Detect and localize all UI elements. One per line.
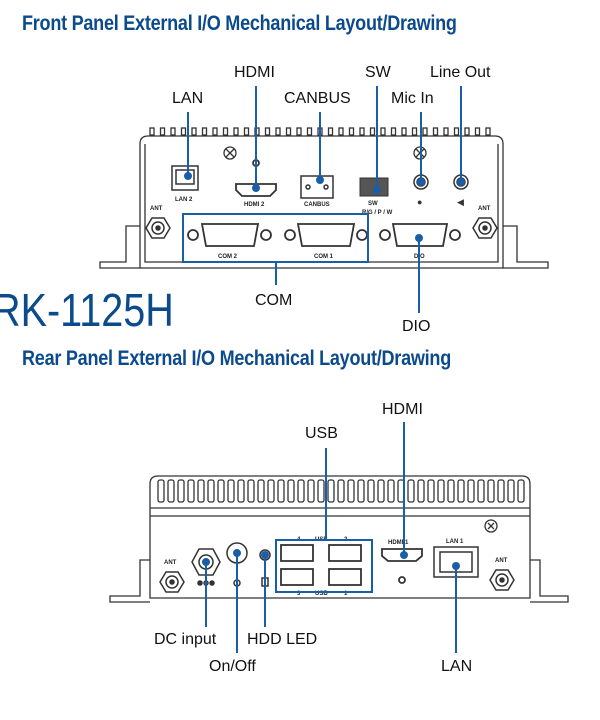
rear-hdmi1-port [381, 548, 423, 584]
callout-dio: DIO [402, 318, 431, 335]
front-com2-label: COM 2 [218, 254, 238, 260]
callout-lan-rear: LAN [441, 658, 473, 675]
model-name: RK-1125H [0, 284, 174, 336]
rear-usb-ports [280, 544, 362, 586]
front-ant-left [145, 217, 171, 239]
front-hdmi2-label: HDMI 2 [244, 202, 265, 208]
front-sw-label: SW [368, 201, 378, 207]
callout-line-out: Line Out [430, 64, 491, 81]
rear-usb-n3: 3 [297, 591, 301, 597]
rear-dc-input-port [191, 548, 221, 586]
rear-usb-n1: 1 [344, 591, 348, 597]
front-callout-lines [182, 86, 465, 313]
callout-canbus: CANBUS [284, 90, 351, 107]
front-sw-switch [359, 177, 389, 197]
front-com1-label: COM 1 [314, 254, 334, 260]
rear-heatsink-fins [157, 479, 525, 503]
callout-lan: LAN [172, 90, 204, 107]
rear-chassis [109, 475, 569, 603]
speaker-icon: ◀ [457, 197, 464, 207]
front-dio-port [379, 223, 461, 247]
rear-usb-bottom-label: USB [315, 591, 328, 597]
rear-ant-right [489, 569, 515, 591]
rear-panel-title: Rear Panel External I/O Mechanical Layou… [22, 347, 451, 370]
callout-com: COM [255, 292, 293, 309]
rear-ant-left-label: ANT [164, 560, 177, 566]
front-lan2-label: LAN 2 [175, 197, 193, 203]
front-heatsink-fins [149, 127, 491, 136]
callout-hdmi-rear: HDMI [382, 401, 423, 418]
rear-ant-right-label: ANT [495, 558, 508, 564]
callout-hdmi: HDMI [234, 64, 275, 81]
rear-hdmi1-label: HDMI 1 [388, 540, 409, 546]
front-lan2-port [171, 165, 199, 191]
callout-usb: USB [305, 425, 338, 442]
front-canbus-port [300, 175, 334, 199]
front-ant-right [472, 217, 498, 239]
callout-on-off: On/Off [209, 658, 256, 675]
rear-lan1-label: LAN 1 [446, 539, 464, 545]
front-com2-port [187, 223, 272, 247]
front-ant-right-label: ANT [478, 206, 491, 212]
front-panel-title: Front Panel External I/O Mechanical Layo… [22, 12, 457, 35]
rear-callout-lines [202, 422, 460, 653]
rear-ant-left [159, 571, 185, 593]
callout-sw: SW [365, 64, 391, 81]
front-canbus-label: CANBUS [304, 202, 330, 208]
mic-icon: ● [417, 197, 422, 207]
front-sw-modes-label: R/G / P / W [362, 210, 393, 216]
callout-hdd-led: HDD LED [247, 631, 318, 648]
callout-dc-input: DC input [154, 631, 217, 648]
callout-mic-in: Mic In [391, 90, 434, 107]
front-ant-left-label: ANT [150, 206, 163, 212]
front-com1-port [284, 223, 368, 247]
ground-screw-icon [484, 519, 498, 533]
